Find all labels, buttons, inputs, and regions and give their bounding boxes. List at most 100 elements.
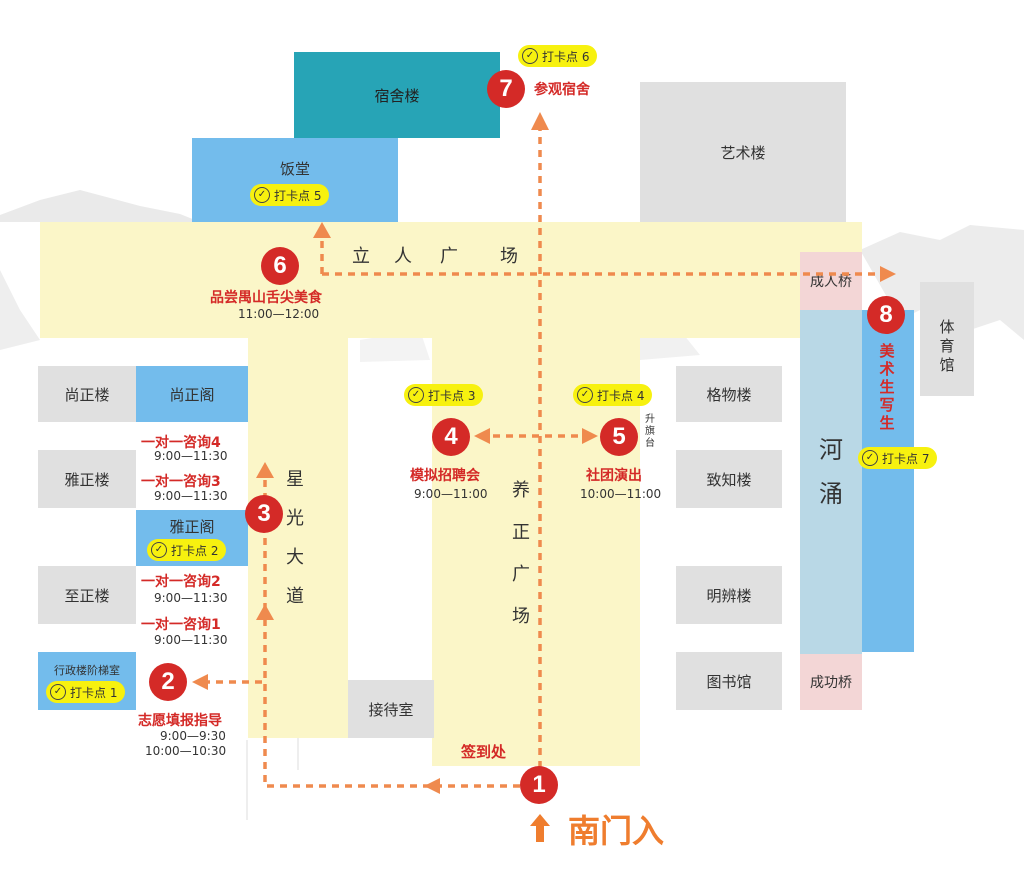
checkpoint-3-label: 打卡点 3 [428,388,476,403]
stop-8-char-1: 美 [879,342,895,360]
stop-8-char-5: 生 [879,414,895,432]
stop-3-number: 3 [257,500,271,527]
art-building: 艺术楼 [640,82,846,222]
stop-4-marker: 4 [432,418,470,456]
stop-5-time: 10:00—11:00 [580,487,662,501]
river-char-2: 涌 [819,480,843,508]
plaza-char-2: 人 [394,246,412,267]
stop-8-char-4: 写 [879,396,895,414]
stop-4-number: 4 [444,423,458,450]
shangzheng-lou: 尚正楼 [38,366,136,422]
stop-4-title: 模拟招聘会 [410,468,480,484]
river-char-1: 河 [819,436,843,464]
flag-char-1: 升 [645,414,655,425]
gewu-label: 格物楼 [706,385,752,404]
arrow-up-left-high [256,462,274,478]
gewu-building: 格物楼 [676,366,782,422]
zhizheng-lou: 至正楼 [38,566,136,624]
stop-8-char-3: 生 [879,378,895,396]
river-channel [800,310,862,654]
dorm-label: 宿舍楼 [374,86,420,105]
stop-2-title: 志愿填报指导 [138,713,222,729]
consult-1-title: 一对一咨询1 [141,617,221,633]
starlight-avenue-label: 星 光 大 道 [282,460,308,616]
check-icon: ✓ [522,48,538,64]
checkpoint-4-label: 打卡点 4 [597,388,645,403]
yangzheng-char-2: 正 [512,522,530,543]
checkpoint-1-label: 打卡点 1 [70,685,118,700]
consult-3-title: 一对一咨询3 [141,474,221,490]
liren-plaza-area [40,222,862,338]
consult-3-time: 9:00—11:30 [154,489,228,503]
zhizhi-building: 致知楼 [676,450,782,508]
gym-char-1: 体 [939,318,955,336]
plaza-char-1: 立 [352,246,370,267]
check-icon: ✓ [862,450,878,466]
flag-char-2: 旗 [645,426,655,437]
checkpoint-5-label: 打卡点 5 [274,188,322,203]
flag-char-3: 台 [645,438,655,449]
liren-plaza-title: 立 人 广 场 [352,242,532,267]
check-icon: ✓ [50,684,66,700]
chengren-bridge-label: 成人桥 [810,274,852,290]
stop-3-marker: 3 [245,495,283,533]
admin-stair-label: 行政楼阶梯室 [54,664,120,677]
stop-8-number: 8 [879,301,893,328]
consult-1-time: 9:00—11:30 [154,633,228,647]
stop-5-marker: 5 [600,418,638,456]
check-icon: ✓ [151,542,167,558]
checkpoint-3: ✓ 打卡点 3 [404,384,484,406]
stop-5-title: 社团演出 [586,468,642,484]
stop-2-number: 2 [161,668,175,695]
arrow-to-stop4 [474,428,490,444]
stop-6-time: 11:00—12:00 [238,307,320,321]
starlight-avenue-area [248,330,348,738]
check-icon: ✓ [577,387,593,403]
yangzheng-char-4: 场 [512,606,530,627]
arrow-to-stop5 [582,428,598,444]
yangzheng-char-3: 广 [512,564,530,585]
checkpoint-6: ✓ 打卡点 6 [518,45,598,67]
yazheng-lou: 雅正楼 [38,450,136,508]
river-label: 河 涌 [800,428,862,516]
checkpoint-7: ✓打卡点 7 [858,447,938,469]
starlight-char-4: 道 [286,586,304,607]
chenggong-bridge: 成功桥 [800,654,862,710]
stop-6-title: 品尝禺山舌尖美食 [210,290,322,306]
shangzheng-lou-label: 尚正楼 [64,385,110,404]
library-label: 图书馆 [706,672,752,691]
mingbian-label: 明辨楼 [706,586,752,605]
art-label: 艺术楼 [720,143,766,162]
chenggong-bridge-label: 成功桥 [810,675,852,691]
stop-1-marker: 1 [520,766,558,804]
check-icon: ✓ [408,387,424,403]
stop-2-time-2: 10:00—10:30 [145,744,227,758]
consult-4-time: 9:00—11:30 [154,449,228,463]
checkpoint-6-label: 打卡点 6 [542,49,590,64]
stop-4-time: 9:00—11:00 [414,487,488,501]
checkin-desk-label: 签到处 [461,743,507,761]
stop-6-marker: 6 [261,247,299,285]
stop-8-marker: 8 [867,296,905,334]
zhizheng-lou-label: 至正楼 [64,586,110,605]
stop-2-marker: 2 [149,663,187,701]
yangzheng-plaza-label: 养 正 广 场 [508,470,534,638]
arrow-to-stop2 [192,674,208,690]
gym-char-2: 育 [939,337,955,355]
consult-2-title: 一对一咨询2 [141,574,221,590]
checkpoint-5: ✓打卡点 5 [250,184,330,206]
consult-4-title: 一对一咨询4 [141,435,221,451]
canteen-building: 饭堂 [192,138,398,222]
flag-platform-label: 升 旗 台 [640,414,660,450]
entrance-label: 南门入 [568,812,665,850]
starlight-char-2: 光 [286,508,304,529]
chengren-bridge: 成人桥 [800,252,862,310]
plaza-char-4: 场 [500,246,518,267]
stop-5-number: 5 [612,423,626,450]
library-building: 图书馆 [676,652,782,710]
reception-room: 接待室 [348,680,434,738]
shangzheng-ge: 尚正阁 [136,366,248,422]
reception-label: 接待室 [368,700,414,719]
